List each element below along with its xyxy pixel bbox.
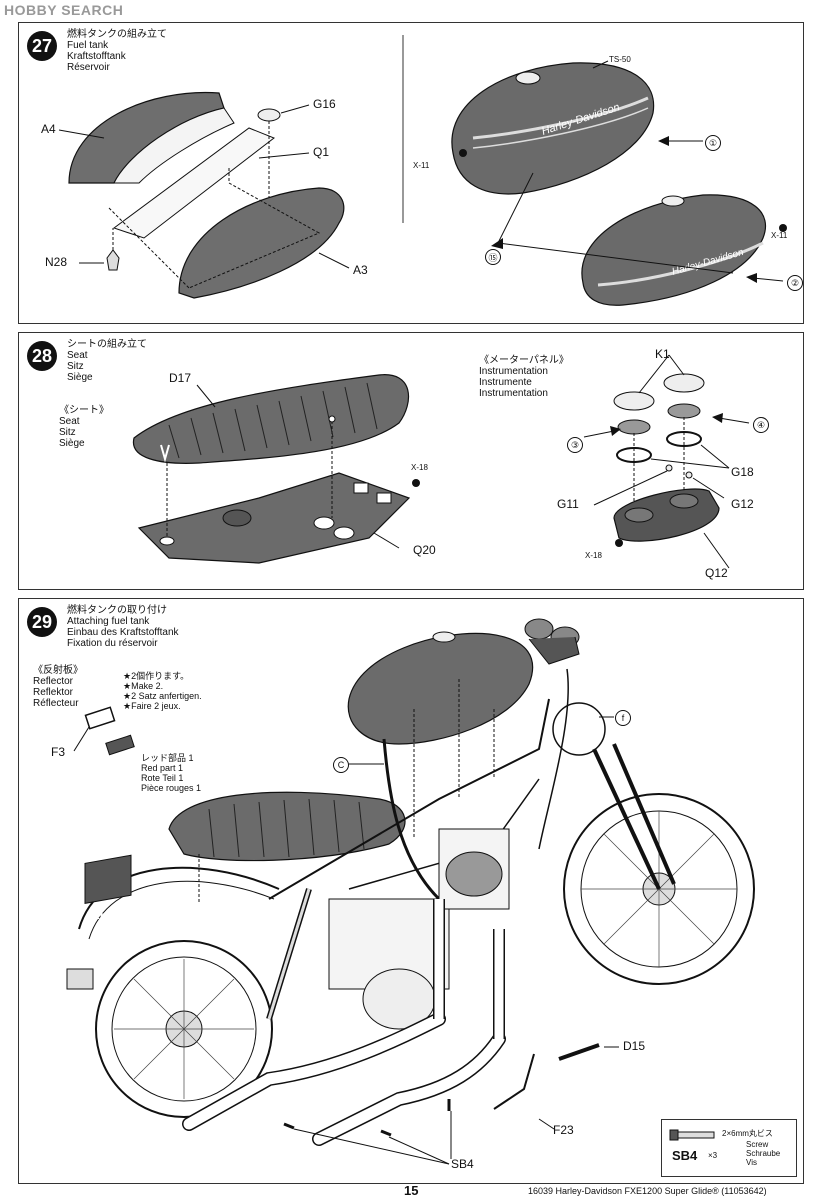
part-marker-c: C <box>333 757 349 773</box>
tank-decals-diagram: Harley-Davidson Harley-Davidson <box>451 60 787 306</box>
screw-spec: 2×6mm丸ビス <box>722 1129 773 1138</box>
decal-marker-4: ④ <box>753 417 769 433</box>
screw-label-x18-meter: X-18 <box>585 551 602 560</box>
paint-label-ts50: TS-50 <box>609 55 631 64</box>
red-fr: Pièce rouges 1 <box>141 783 202 793</box>
screw-icon <box>669 1129 715 1141</box>
title-en: Attaching fuel tank <box>67 616 150 627</box>
decal-marker-3: ③ <box>567 437 583 453</box>
screw-qty: ×3 <box>708 1151 718 1160</box>
screw-de: Schraube <box>746 1149 781 1158</box>
title-en: Fuel tank <box>67 40 109 51</box>
meter-fr: Instrumentation <box>479 388 548 399</box>
red-part-note: レッド部品 1 Red part 1 Rote Teil 1 Pièce rou… <box>141 753 201 793</box>
meter-subtitle: 《メーターパネル》 Instrumentation Instrumente In… <box>479 355 569 399</box>
screw-label-x18-seat: X-18 <box>411 463 428 472</box>
part-label-q12: Q12 <box>705 566 728 580</box>
part-label-q20: Q20 <box>413 543 436 557</box>
seat-diagram <box>132 374 420 564</box>
screw-fr: Vis <box>746 1158 757 1167</box>
reflector-subtitle: 《反射板》 Reflector Reflektor Réflecteur <box>33 665 83 709</box>
red-jp: レッド部品 1 <box>141 753 194 763</box>
seat-en: Seat <box>59 416 80 427</box>
part-label-f3: F3 <box>51 745 66 759</box>
reflector-fr: Réflecteur <box>33 698 79 709</box>
part-label-g16: G16 <box>313 97 336 111</box>
title-de: Kraftstofftank <box>67 51 126 62</box>
part-label-a4: A4 <box>41 122 56 136</box>
meter-head-jp: 《メーターパネル》 <box>479 355 569 366</box>
instrument-diagram <box>583 354 750 569</box>
part-label-g18: G18 <box>731 465 754 479</box>
step-27-panel: 27 燃料タンクの組み立て Fuel tank Kraftstofftank R… <box>18 22 804 324</box>
part-label-d17: D17 <box>169 371 192 385</box>
title-de: Einbau des Kraftstofftank <box>67 627 179 638</box>
license-plate: ZHD <box>91 906 120 922</box>
screw-names: Screw Schraube Vis <box>746 1140 780 1167</box>
title-fr: Fixation du réservoir <box>67 638 158 649</box>
title-jp: シートの組み立て <box>67 339 147 350</box>
reflector-de: Reflektor <box>33 687 74 698</box>
seat-head-jp: 《シート》 <box>59 405 109 416</box>
screw-label-x11-top: X-11 <box>413 161 430 170</box>
title-fr: Siège <box>67 372 93 383</box>
part-marker-f: f <box>615 710 631 726</box>
step-title: 燃料タンクの取り付け Attaching fuel tank Einbau de… <box>67 605 179 649</box>
step-29-panel: 29 燃料タンクの取り付け Attaching fuel tank Einbau… <box>18 598 804 1184</box>
footer-caption: 16039 Harley-Davidson FXE1200 Super Glid… <box>528 1186 767 1196</box>
screw-code: SB4 <box>672 1148 698 1163</box>
part-label-d15: D15 <box>623 1039 646 1053</box>
decal-marker-2: ② <box>787 275 803 291</box>
part-label-f23: F23 <box>553 1123 574 1137</box>
reflector-head-jp: 《反射板》 <box>33 665 83 676</box>
part-label-sb4: SB4 <box>451 1157 474 1171</box>
make-jp: ★2個作ります。 <box>123 671 190 681</box>
decal-marker-15: ⑮ <box>485 249 501 265</box>
title-jp: 燃料タンクの取り付け <box>67 605 167 616</box>
part-label-a3: A3 <box>353 263 368 277</box>
step-divider <box>402 35 404 223</box>
part-label-g12: G12 <box>731 497 754 511</box>
screw-label-x11-bottom: X-11 <box>771 231 788 240</box>
part-label-k1: K1 <box>655 347 670 361</box>
decal-marker-1: ① <box>705 135 721 151</box>
part-label-n28: N28 <box>45 255 68 269</box>
screw-en: Screw <box>746 1140 769 1149</box>
step-title: 燃料タンクの組み立て Fuel tank Kraftstofftank Rése… <box>67 29 167 73</box>
red-en: Red part 1 <box>141 763 184 773</box>
reflector-en: Reflector <box>33 676 74 687</box>
tank-halves-diagram <box>58 91 350 299</box>
title-en: Seat <box>67 350 88 361</box>
part-label-g11: G11 <box>557 497 579 511</box>
watermark-logo: HOBBY SEARCH <box>4 2 124 18</box>
make-en: ★Make 2. <box>123 681 164 691</box>
seat-subtitle: 《シート》 Seat Sitz Siège <box>59 405 109 449</box>
seat-fr: Siège <box>59 438 85 449</box>
red-de: Rote Teil 1 <box>141 773 184 783</box>
meter-en: Instrumentation <box>479 366 548 377</box>
step-number: 29 <box>27 607 57 637</box>
make-fr: ★Faire 2 jeux. <box>123 701 181 711</box>
step-number: 28 <box>27 341 57 371</box>
page-number: 15 <box>404 1183 419 1198</box>
title-jp: 燃料タンクの組み立て <box>67 29 167 40</box>
step-28-panel: 28 シートの組み立て Seat Sitz Siège 《シート》 Seat S… <box>18 332 804 590</box>
title-de: Sitz <box>67 361 84 372</box>
step-title: シートの組み立て Seat Sitz Siège <box>67 339 147 383</box>
title-fr: Réservoir <box>67 62 110 73</box>
make-de: ★2 Satz anfertigen. <box>123 691 202 701</box>
motorcycle-assembly-diagram: ZHD <box>66 618 755 1165</box>
seat-de: Sitz <box>59 427 76 438</box>
make-two-note: ★2個作ります。 ★Make 2. ★2 Satz anfertigen. ★F… <box>123 671 202 711</box>
part-label-q1: Q1 <box>313 145 330 159</box>
meter-de: Instrumente <box>479 377 532 388</box>
step-number: 27 <box>27 31 57 61</box>
screw-legend-box: 2×6mm丸ビス SB4 ×3 Screw Schraube Vis <box>661 1119 797 1177</box>
